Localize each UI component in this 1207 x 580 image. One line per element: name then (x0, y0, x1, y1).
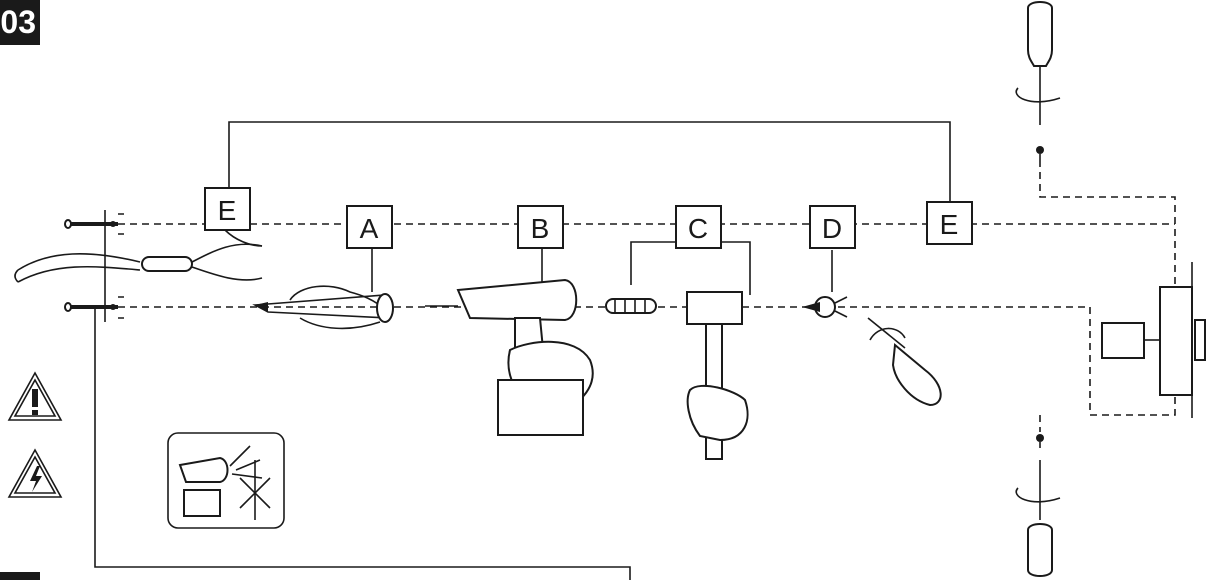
electric-hazard-icon (7, 448, 63, 498)
hammer-icon (605, 241, 751, 460)
cordless-drill-icon (425, 248, 594, 436)
no-drilling-on-cables-icon (167, 432, 285, 529)
pencil-marking-icon (252, 248, 394, 330)
e-connector-bracket (228, 121, 951, 202)
wall-fixture-icon (1101, 262, 1206, 418)
label-e-right: E (940, 209, 959, 240)
label-e-left: E (218, 195, 237, 226)
lower-box-connector (94, 307, 631, 580)
label-box-d: D (809, 205, 856, 249)
label-box-e-left: E (204, 187, 251, 231)
label-d: D (822, 213, 842, 244)
screw-icon (802, 250, 848, 318)
label-a: A (360, 213, 379, 244)
label-b: B (531, 213, 550, 244)
label-c: C (688, 213, 708, 244)
label-box-b: B (517, 205, 564, 249)
screwdriver-bottom-icon (1015, 434, 1061, 577)
step-number-badge: 03 (0, 0, 40, 45)
corner-marker (0, 572, 40, 580)
label-box-a: A (346, 205, 393, 249)
pliers-icon (14, 229, 263, 283)
screwdriver-top-icon (1015, 1, 1061, 160)
wall-mounting-points (64, 210, 124, 322)
fixture-guide-upper (1039, 160, 1176, 290)
label-box-e-right: E (926, 201, 973, 245)
screwdriver-icon (867, 317, 942, 407)
warning-triangle-icon (7, 371, 63, 421)
label-box-c: C (675, 205, 722, 249)
fixture-guide-lower (1089, 307, 1176, 416)
